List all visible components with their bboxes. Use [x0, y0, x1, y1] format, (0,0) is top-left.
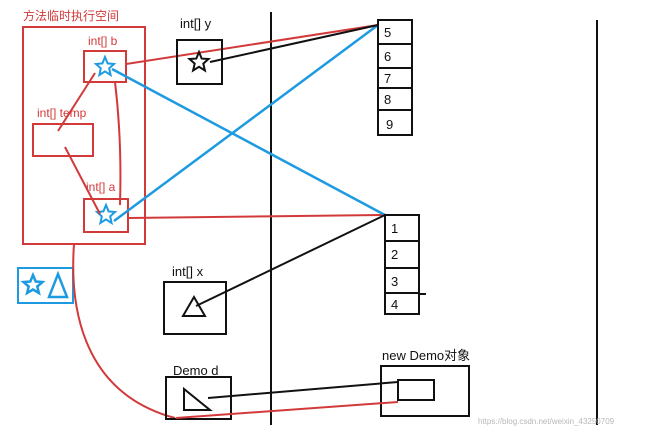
star-icon [187, 49, 211, 73]
array-bottom-value: 1 [391, 221, 398, 236]
ref-red-d-to-demo-object [175, 401, 399, 419]
array-top-value: 6 [384, 49, 391, 64]
var-x-box [163, 281, 227, 335]
ref-d-to-demo-object [207, 381, 399, 399]
ref-blue-a-to-top [113, 23, 379, 223]
triangle-icon [47, 270, 69, 299]
watermark: https://blog.csdn.net/weixin_43250709 [478, 417, 615, 426]
ref-y-to-array-top [209, 24, 379, 63]
array-bottom-value: 3 [391, 274, 398, 289]
ref-b-to-array-top [125, 24, 379, 65]
demo-object-inner [397, 379, 435, 401]
var-d-label: Demo d [173, 363, 219, 378]
ref-a-to-array-bottom [127, 214, 386, 219]
var-d-box [165, 376, 232, 420]
ref-method-space-to-demo-d [72, 243, 176, 419]
triangle-icon [183, 386, 213, 411]
star-icon [93, 54, 117, 78]
array-top-value: 8 [384, 92, 391, 107]
var-x-label: int[] x [172, 264, 204, 279]
array-top-value: 7 [384, 71, 391, 86]
var-temp-label: int[] temp [37, 106, 87, 120]
array-bottom-value: 2 [391, 247, 398, 262]
swap-line-b-a [114, 81, 122, 206]
demo-object-label: new Demo对象 [382, 348, 470, 363]
ref-x-to-array-bottom [195, 214, 386, 307]
var-b-label: int[] b [88, 34, 118, 48]
star-icon [20, 271, 46, 296]
swap-line-temp-a [64, 146, 101, 215]
var-y-box [176, 39, 223, 85]
array-bottom-cell-3 [384, 292, 420, 315]
triangle-icon [181, 295, 207, 317]
var-temp-box [32, 123, 94, 157]
array-top-value: 9 [386, 117, 393, 132]
var-a-label: int[] a [86, 180, 116, 194]
array-top-cell-4 [377, 109, 413, 136]
array-top-value: 5 [384, 25, 391, 40]
var-a-box [83, 198, 129, 233]
method-space-frame [22, 26, 146, 245]
array-bottom-value: 4 [391, 297, 398, 312]
var-b-box [83, 50, 127, 83]
method-space-title: 方法临时执行空间 [23, 8, 119, 23]
var-y-label: int[] y [180, 16, 212, 31]
ref-blue-b-to-bottom [111, 67, 386, 217]
demo-object-box [380, 365, 470, 417]
swap-line-temp-b [57, 72, 96, 132]
